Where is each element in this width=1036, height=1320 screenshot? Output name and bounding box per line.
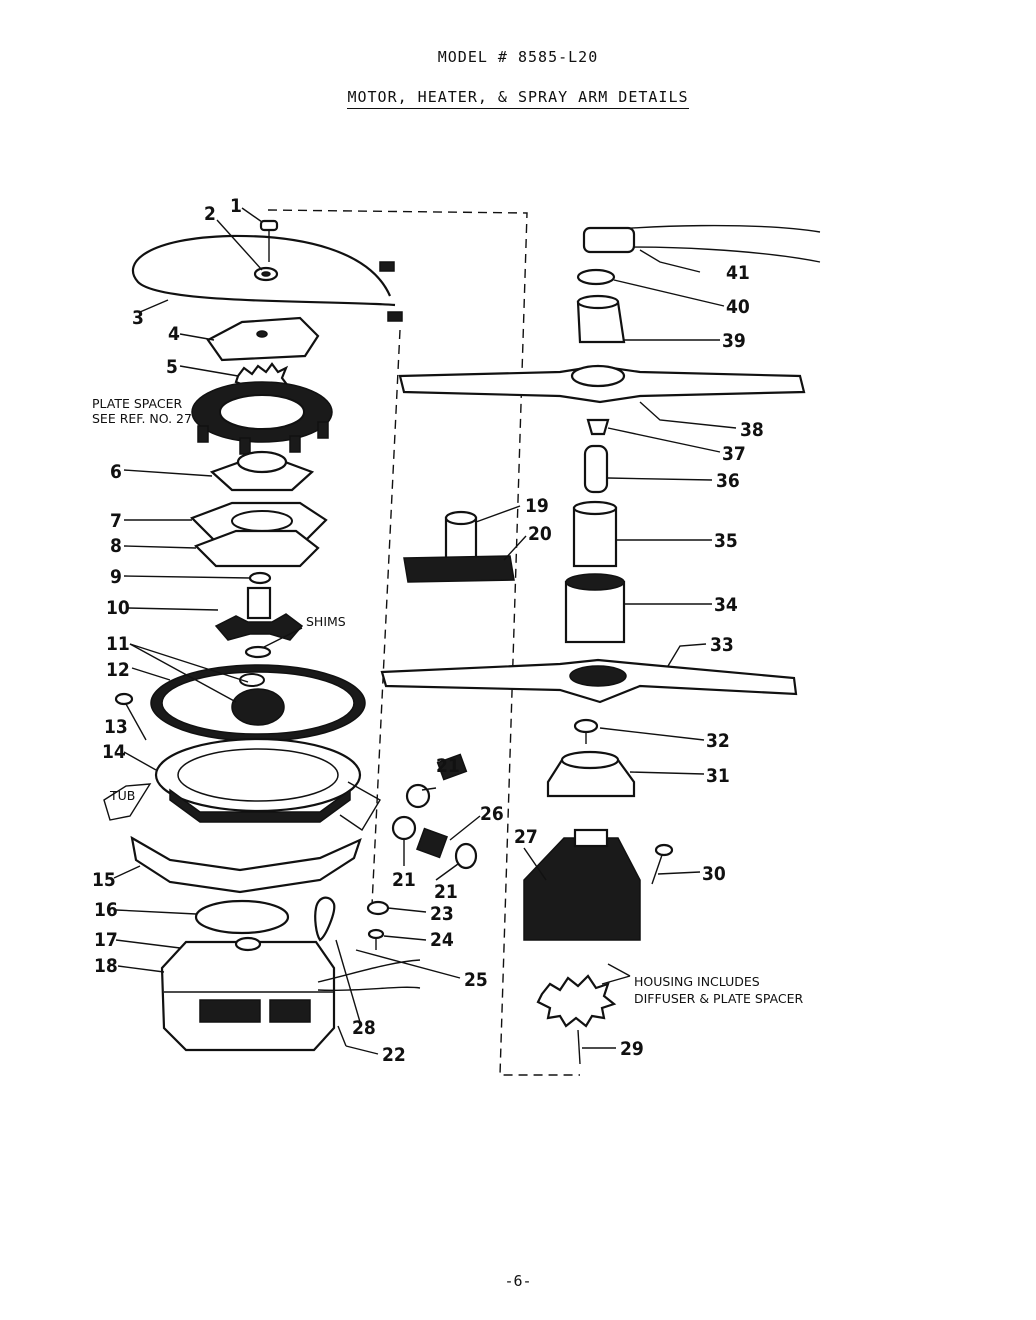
callout-30: 30 xyxy=(702,863,726,885)
part-38-upper-spray-arm xyxy=(398,364,806,404)
callout-8: 8 xyxy=(110,535,122,557)
part-31-hub xyxy=(546,750,636,798)
callout-21-top: 21 xyxy=(436,755,460,777)
callout-19: 19 xyxy=(525,495,549,517)
callout-9: 9 xyxy=(110,566,122,588)
model-number: MODEL # 8585-L20 xyxy=(437,48,599,66)
callout-7: 7 xyxy=(110,510,122,532)
diffuser xyxy=(536,974,617,1028)
callout-23: 23 xyxy=(430,903,454,925)
housing-label-line2: DIFFUSER & PLATE SPACER xyxy=(634,991,804,1006)
tub-label: TUB xyxy=(109,788,135,803)
callout-12: 12 xyxy=(106,659,130,681)
callout-5: 5 xyxy=(166,356,178,378)
part-24-screw xyxy=(367,928,385,950)
part-9-seal xyxy=(248,571,272,585)
part-8-plate xyxy=(194,529,320,568)
part-16-plate xyxy=(194,899,290,935)
part-28-clip xyxy=(314,896,336,942)
callout-16: 16 xyxy=(94,899,118,921)
callout-38: 38 xyxy=(740,419,764,441)
callout-14: 14 xyxy=(102,741,126,763)
part-40-nut xyxy=(576,268,616,286)
diagram-title: MOTOR, HEATER, & SPRAY ARM DETAILS xyxy=(0,88,1036,109)
callout-41: 41 xyxy=(726,262,750,284)
part-20-bracket xyxy=(403,555,515,583)
callout-26: 26 xyxy=(480,803,504,825)
part-19-coupling xyxy=(444,510,478,560)
callout-35: 35 xyxy=(714,530,738,552)
callout-27: 27 xyxy=(514,826,538,848)
part-41-feed-tube xyxy=(582,224,821,263)
callout-28: 28 xyxy=(352,1017,376,1039)
part-3-heater-element xyxy=(132,234,403,322)
callout-31: 31 xyxy=(706,765,730,787)
callout-34: 34 xyxy=(714,594,738,616)
callout-21-right: 21 xyxy=(434,881,458,903)
part-12-pump-housing xyxy=(150,664,366,742)
callout-13: 13 xyxy=(104,716,128,738)
callout-39: 39 xyxy=(722,330,746,352)
part-1-bolt xyxy=(259,219,279,262)
part-30-screw xyxy=(651,843,674,885)
part-29-screw xyxy=(577,1029,581,1065)
callout-24: 24 xyxy=(430,929,454,951)
diagram-title-text: MOTOR, HEATER, & SPRAY ARM DETAILS xyxy=(347,88,689,109)
part-22-screw xyxy=(337,1025,347,1047)
callout-6: 6 xyxy=(110,461,122,483)
part-13-screw xyxy=(114,692,147,741)
part-2-washer xyxy=(253,266,279,282)
part-15-tub-segment xyxy=(130,835,362,894)
callout-29: 29 xyxy=(620,1038,644,1060)
part-23-bushing xyxy=(366,900,390,916)
callout-4: 4 xyxy=(168,323,180,345)
callout-numbers: 1 2 3 4 5 6 7 8 9 10 11 12 13 14 15 16 1… xyxy=(92,195,764,1066)
tub-outline xyxy=(103,781,381,831)
callout-3: 3 xyxy=(132,307,144,329)
callout-15: 15 xyxy=(92,869,116,891)
shims xyxy=(244,645,272,659)
callout-20: 20 xyxy=(528,523,552,545)
part-27-housing xyxy=(523,828,641,941)
callout-21-left: 21 xyxy=(392,869,416,891)
part-32-nut xyxy=(573,718,599,744)
callout-11: 11 xyxy=(106,633,130,655)
callout-10: 10 xyxy=(106,597,130,619)
callout-22: 22 xyxy=(382,1044,406,1066)
plate-spacer-label: PLATE SPACER xyxy=(92,396,183,411)
callout-36: 36 xyxy=(716,470,740,492)
part-36-tube xyxy=(583,444,609,494)
part-6-pump-cover xyxy=(209,450,315,492)
plate-spacer xyxy=(191,381,333,455)
housing-label-line1: HOUSING INCLUDES xyxy=(634,974,760,989)
callout-25: 25 xyxy=(464,969,488,991)
part-39-bearing xyxy=(576,294,626,344)
part-10-rotor xyxy=(214,586,304,641)
page-number: -6- xyxy=(504,1272,532,1290)
callout-40: 40 xyxy=(726,296,750,318)
leader-lines xyxy=(113,207,737,1055)
callout-32: 32 xyxy=(706,730,730,752)
part-14-sump xyxy=(154,737,362,823)
callout-37: 37 xyxy=(722,443,746,465)
part-4-cover xyxy=(206,316,320,362)
motor-assembly xyxy=(160,936,421,1052)
callout-1: 1 xyxy=(230,195,242,217)
callout-33: 33 xyxy=(710,634,734,656)
callout-2: 2 xyxy=(204,203,216,225)
callout-17: 17 xyxy=(94,929,118,951)
part-35-tube xyxy=(572,500,618,568)
plate-spacer-ref-label: SEE REF. NO. 27 xyxy=(92,411,192,426)
part-33-lower-spray-arm xyxy=(380,658,798,704)
callout-18: 18 xyxy=(94,955,118,977)
shims-label: SHIMS xyxy=(306,614,346,629)
text-labels: PLATE SPACER SEE REF. NO. 27 SHIMS TUB H… xyxy=(92,396,804,1006)
assembly-dashed-lines xyxy=(267,209,580,1076)
part-34-tower xyxy=(564,573,626,644)
hose-clamps-and-couplings xyxy=(391,753,478,870)
part-37-washer xyxy=(586,418,610,436)
